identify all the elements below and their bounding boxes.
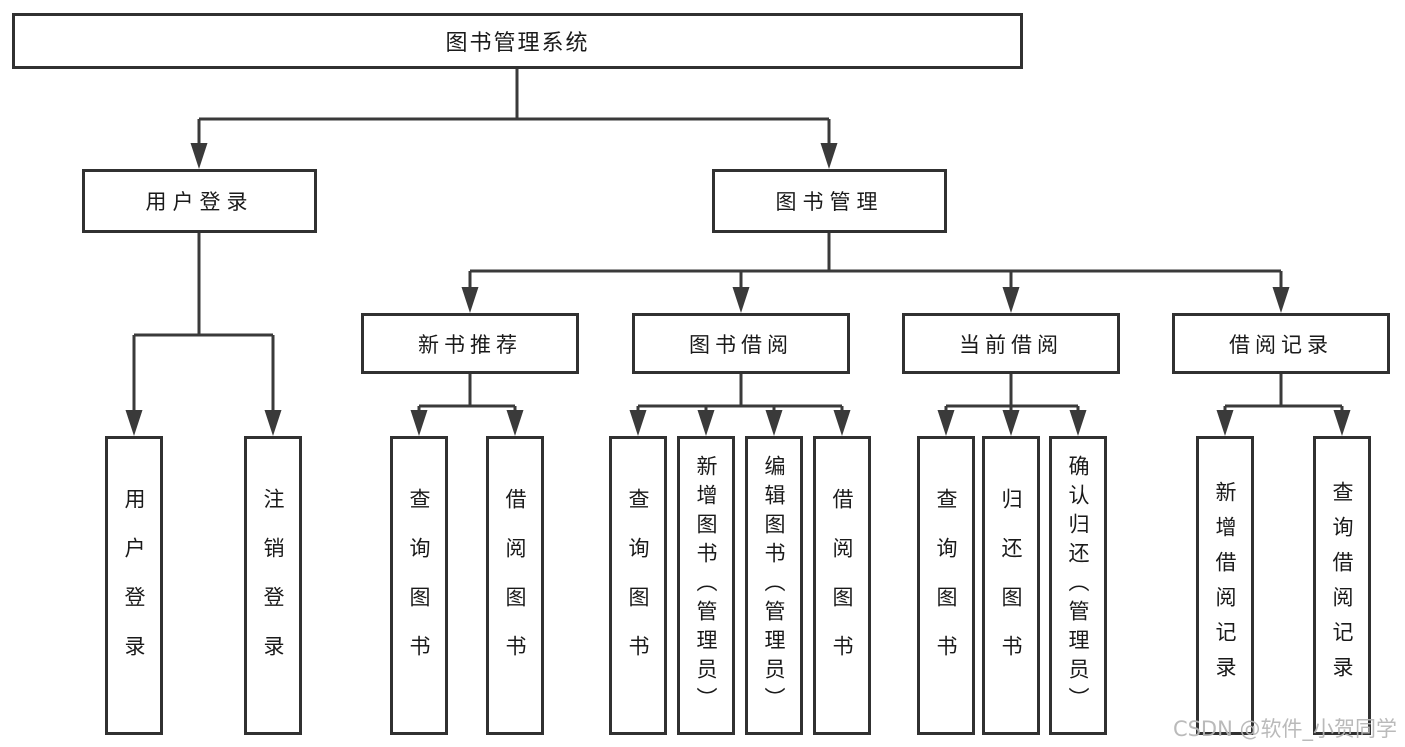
node-label: 图书借阅 <box>689 332 793 357</box>
leaf-label: 归还图书 <box>999 487 1023 684</box>
node-book-borrowing: 图书借阅 <box>632 313 850 374</box>
leaf-label: 查询图书 <box>934 487 958 684</box>
csdn-watermark: CSDN @软件_小贺同学 <box>1172 717 1397 741</box>
leaf-query-books-borrowing: 查询图书 <box>609 436 667 735</box>
node-borrowing-records: 借阅记录 <box>1172 313 1390 374</box>
leaf-logout: 注销登录 <box>244 436 302 735</box>
leaf-query-books-recommend: 查询图书 <box>390 436 448 735</box>
arrowheads <box>125 143 1351 436</box>
leaf-label: 编辑图书（管理员） <box>762 455 786 716</box>
node-new-book-recommendation: 新书推荐 <box>361 313 579 374</box>
leaf-label: 查询图书 <box>626 487 650 684</box>
node-label: 新书推荐 <box>418 332 522 357</box>
leaf-edit-book-admin: 编辑图书（管理员） <box>745 436 803 735</box>
leaf-add-borrow-record: 新增借阅记录 <box>1196 436 1254 735</box>
leaf-query-borrow-record: 查询借阅记录 <box>1313 436 1371 735</box>
node-current-borrowing: 当前借阅 <box>902 313 1120 374</box>
node-label: 借阅记录 <box>1229 332 1333 357</box>
connector-lines <box>132 69 1344 412</box>
node-label: 当前借阅 <box>959 332 1063 357</box>
node-label: 图书管理系统 <box>445 31 590 56</box>
leaf-borrow-books-recommend: 借阅图书 <box>486 436 544 735</box>
leaf-return-book: 归还图书 <box>982 436 1040 735</box>
leaf-label: 新增图书（管理员） <box>694 455 718 716</box>
leaf-label: 借阅图书 <box>830 487 854 684</box>
leaf-query-books-current: 查询图书 <box>917 436 975 735</box>
leaf-borrow-books: 借阅图书 <box>813 436 871 735</box>
leaf-label: 注销登录 <box>261 487 285 684</box>
node-book-management: 图书管理 <box>712 169 947 233</box>
leaf-user-login: 用户登录 <box>105 436 163 735</box>
leaf-confirm-return-admin: 确认归还（管理员） <box>1049 436 1107 735</box>
leaf-label: 确认归还（管理员） <box>1066 455 1090 716</box>
leaf-label: 用户登录 <box>122 487 146 684</box>
leaf-label: 借阅图书 <box>503 487 527 684</box>
leaf-label: 查询图书 <box>407 487 431 684</box>
leaf-add-book-admin: 新增图书（管理员） <box>677 436 735 735</box>
node-library-management-system: 图书管理系统 <box>12 13 1023 69</box>
node-label: 图书管理 <box>775 190 884 214</box>
node-user-login: 用户登录 <box>82 169 317 233</box>
node-label: 用户登录 <box>145 190 254 214</box>
leaf-label: 查询借阅记录 <box>1330 480 1354 691</box>
leaf-label: 新增借阅记录 <box>1213 480 1237 691</box>
